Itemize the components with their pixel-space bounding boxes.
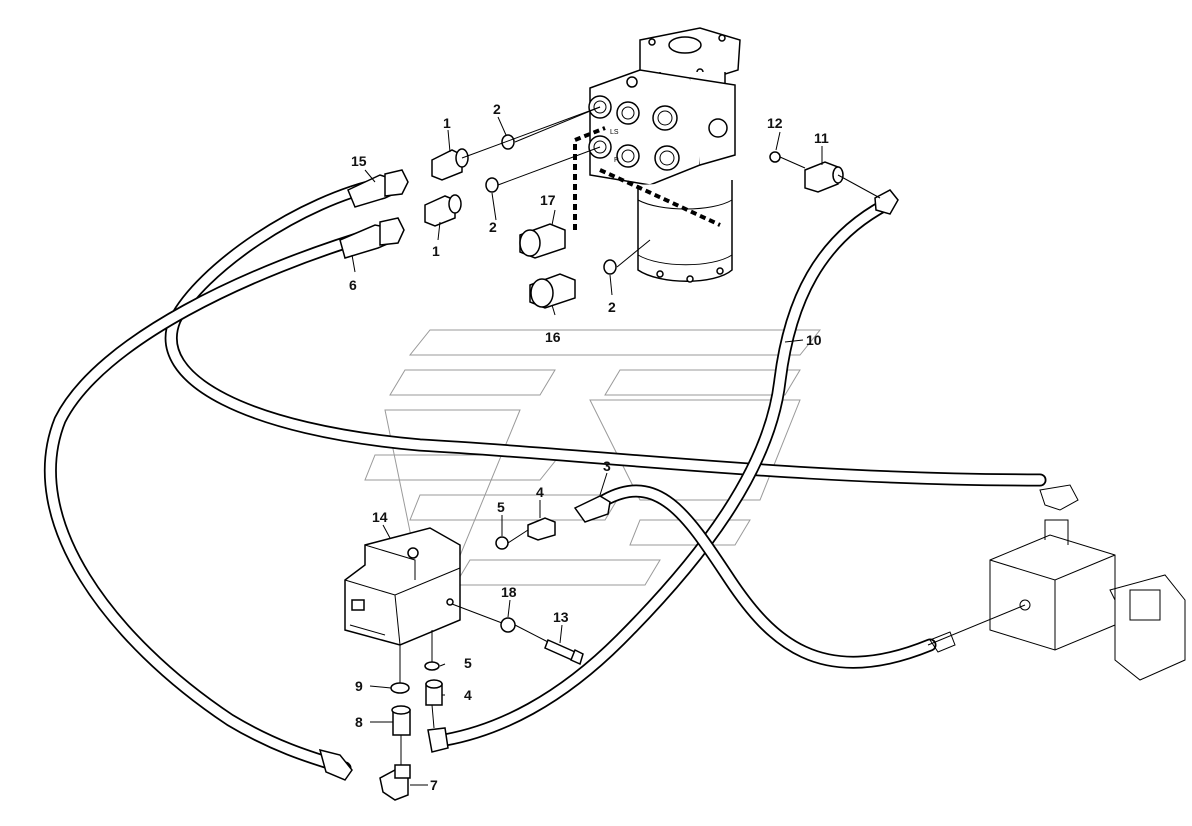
bolt-13	[544, 638, 584, 666]
valve-block-14	[344, 527, 461, 646]
callout-2-middle: 2	[489, 219, 497, 235]
callout-1-upper: 1	[443, 115, 451, 131]
adapter-1-upper	[431, 148, 469, 181]
callout-4-lower: 4	[464, 687, 472, 703]
adapter-16	[529, 273, 576, 309]
dashed-route-17	[573, 126, 606, 230]
hose-end-15	[347, 169, 409, 208]
hose-6	[44, 225, 387, 775]
elbow-7	[379, 764, 411, 801]
callout-11: 11	[814, 130, 829, 146]
callout-9: 9	[355, 678, 363, 694]
dashed-route-16	[599, 168, 721, 227]
o-ring-2-middle	[485, 177, 499, 193]
callout-16: 16	[545, 329, 561, 345]
o-ring-9	[390, 682, 410, 694]
o-ring-2-lower	[603, 259, 617, 275]
callout-1-lower: 1	[432, 243, 440, 259]
o-ring-5-upper	[495, 536, 509, 550]
adapter-8	[391, 705, 411, 736]
callout-17: 17	[540, 192, 556, 208]
callout-8: 8	[355, 714, 363, 730]
adapter-1-lower	[424, 194, 462, 227]
callout-3: 3	[603, 458, 611, 474]
callout-5-lower: 5	[464, 655, 472, 671]
callout-7: 7	[430, 777, 438, 793]
callout-10: 10	[806, 332, 822, 348]
o-ring-2-upper	[501, 134, 515, 150]
adapter-4-upper	[527, 517, 556, 541]
adapter-4-lower	[425, 679, 443, 706]
o-ring-5-lower	[424, 661, 440, 671]
callout-6: 6	[349, 277, 357, 293]
hose-3	[598, 484, 937, 669]
callout-13: 13	[553, 609, 569, 625]
callout-labels: 1 1 2 2 2 3 4 4 5 5 6 7 8 9 10 11 12 13 …	[349, 101, 829, 793]
hose-10	[438, 198, 892, 747]
adapter-11	[804, 161, 844, 193]
hose-end-3	[573, 495, 611, 523]
o-ring-12	[769, 151, 781, 163]
receiving-component	[929, 484, 1186, 681]
hose-end-10-bottom	[427, 727, 449, 753]
callout-18: 18	[501, 584, 517, 600]
callout-2-upper: 2	[493, 101, 501, 117]
hose-end-6-bottom	[318, 748, 353, 781]
port-label-p: P	[614, 157, 619, 164]
hose-end-6	[339, 217, 405, 259]
port-label-ls: LS	[610, 129, 619, 136]
steering-unit: LS P	[588, 27, 741, 283]
callout-4-upper: 4	[536, 484, 544, 500]
callout-2-lower: 2	[608, 299, 616, 315]
callout-12: 12	[767, 115, 783, 131]
leader-lines	[351, 106, 1026, 786]
washer-18	[500, 617, 516, 633]
hose-end-10-top	[874, 189, 899, 215]
adapter-17	[519, 223, 566, 259]
callout-15: 15	[351, 153, 367, 169]
hose-15	[164, 176, 1047, 487]
callout-14: 14	[372, 509, 388, 525]
callout-5-upper: 5	[497, 499, 505, 515]
